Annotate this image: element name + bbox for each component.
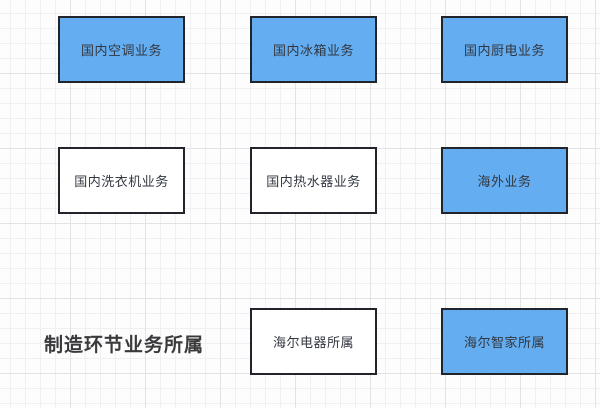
node-label: 海尔智家所属: [463, 335, 545, 350]
node-label: 国内热水器业务: [266, 174, 361, 189]
node-haier-electronics-affiliation[interactable]: 海尔电器所属: [250, 308, 377, 375]
node-haier-smart-home-affiliation[interactable]: 海尔智家所属: [441, 308, 568, 375]
node-label: 国内冰箱业务: [272, 43, 354, 58]
node-label: 国内厨电业务: [463, 43, 545, 58]
node-domestic-refrigerator-business[interactable]: 国内冰箱业务: [250, 16, 377, 83]
node-domestic-water-heater-business[interactable]: 国内热水器业务: [250, 147, 377, 214]
caption-manufacturing-segment-affiliation: 制造环节业务所属: [44, 335, 205, 356]
node-label: 国内洗衣机业务: [74, 174, 169, 189]
node-domestic-washing-machine-business[interactable]: 国内洗衣机业务: [58, 147, 185, 214]
node-label: 国内空调业务: [80, 43, 162, 58]
node-domestic-kitchen-appliance-business[interactable]: 国内厨电业务: [441, 16, 568, 83]
node-domestic-air-conditioning-business[interactable]: 国内空调业务: [58, 16, 185, 83]
node-label: 海外业务: [477, 174, 532, 189]
node-label: 海尔电器所属: [272, 335, 354, 350]
node-overseas-business[interactable]: 海外业务: [441, 147, 568, 214]
